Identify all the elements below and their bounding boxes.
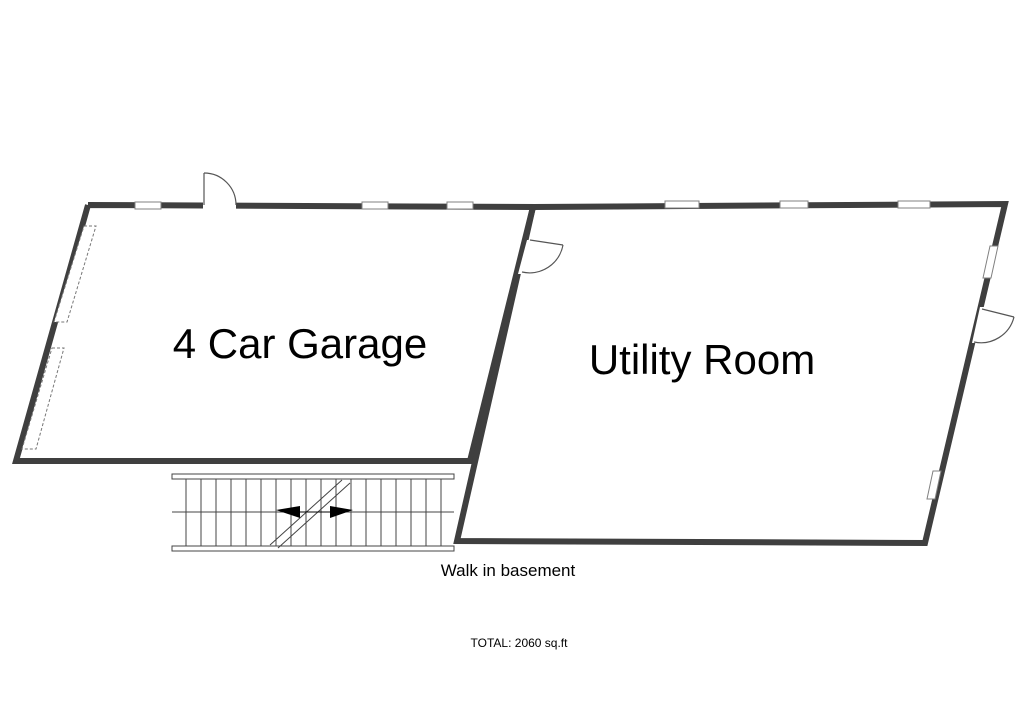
window bbox=[926, 470, 942, 500]
interior-door bbox=[518, 239, 564, 274]
right-windows bbox=[926, 245, 999, 500]
total-area-label: TOTAL: 2060 sq.ft bbox=[471, 636, 569, 650]
stair-arrow-left bbox=[330, 506, 353, 518]
window bbox=[446, 201, 474, 210]
garage-door bbox=[53, 225, 97, 323]
top-windows bbox=[134, 200, 931, 210]
window bbox=[664, 200, 700, 209]
window bbox=[779, 200, 809, 209]
garage-label: 4 Car Garage bbox=[173, 320, 427, 367]
garage-door bbox=[21, 347, 65, 450]
window bbox=[361, 201, 389, 210]
stairs-label: Walk in basement bbox=[441, 561, 576, 580]
window bbox=[897, 200, 931, 209]
utility-room-walls bbox=[453, 200, 1009, 547]
garage-door-openings bbox=[21, 225, 97, 450]
utility-room-label: Utility Room bbox=[589, 336, 815, 383]
utility-exterior-door bbox=[972, 307, 1015, 344]
stair-arrow-right bbox=[276, 506, 300, 518]
garage-entry-door bbox=[203, 172, 237, 210]
window bbox=[982, 245, 999, 279]
basement-stairs bbox=[171, 473, 455, 552]
window bbox=[134, 201, 162, 210]
